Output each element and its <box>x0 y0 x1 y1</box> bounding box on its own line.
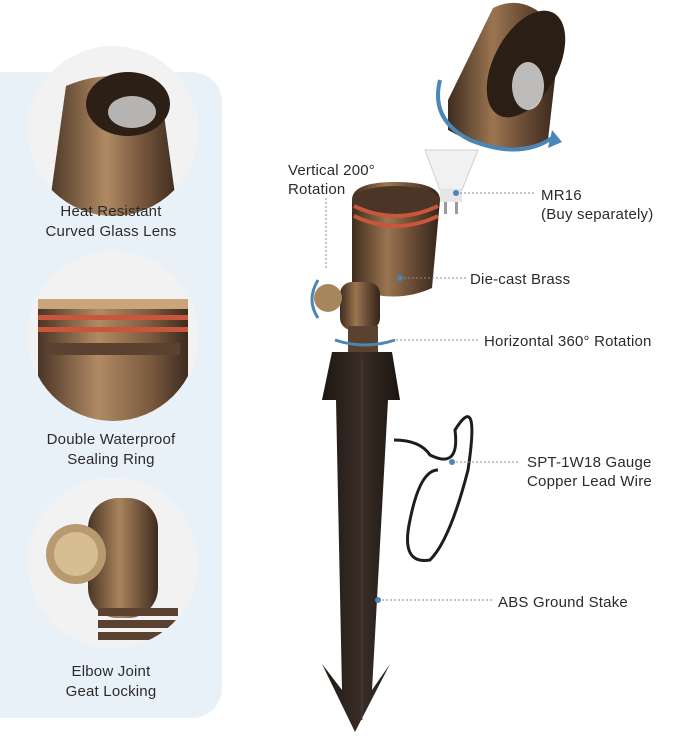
ground-stake <box>322 352 400 732</box>
label-die-cast-brass: Die-cast Brass <box>470 271 571 288</box>
lens-closeup-icon <box>28 46 198 216</box>
rotation-arrow-horizontal <box>334 338 396 347</box>
rotation-arrow-hood <box>436 79 554 152</box>
rotation-arrow-vertical <box>310 279 320 319</box>
label-vertical-rotation: Vertical 200°Rotation <box>288 162 375 198</box>
label-horizontal-rotation: Horizontal 360° Rotation <box>484 333 652 350</box>
lens-hood <box>448 2 566 148</box>
label-mr16: MR16(Buy separately) <box>541 187 654 223</box>
label-ground-stake: ABS Ground Stake <box>498 594 628 611</box>
brass-body <box>352 182 440 297</box>
lead-wire <box>393 415 474 562</box>
sealing-ring-closeup-icon <box>28 251 198 421</box>
elbow-joint-closeup-icon <box>28 478 198 648</box>
